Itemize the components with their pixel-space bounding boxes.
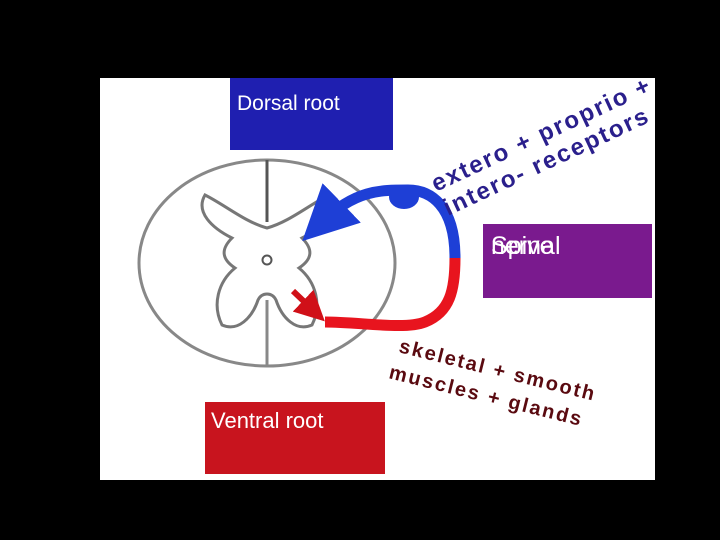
central-canal: [261, 254, 273, 266]
motor-pathway: [324, 257, 461, 332]
ventral-root-label-box: Ventral root: [205, 402, 385, 474]
spinal-nerve-label-line2: nerve: [491, 232, 554, 260]
spinal-nerve-label-box: Spinal nerve: [483, 224, 652, 298]
ventral-root-label: Ventral root: [211, 408, 324, 433]
spinal-nerve-label-line1: Spinal: [491, 232, 561, 260]
dorsal-root-label: Dorsal root: [237, 92, 340, 115]
dorsal-root-ganglion: [389, 185, 419, 209]
motor-neuron-arrow: [290, 288, 325, 322]
dorsal-root-label-box: Dorsal root: [230, 78, 393, 150]
